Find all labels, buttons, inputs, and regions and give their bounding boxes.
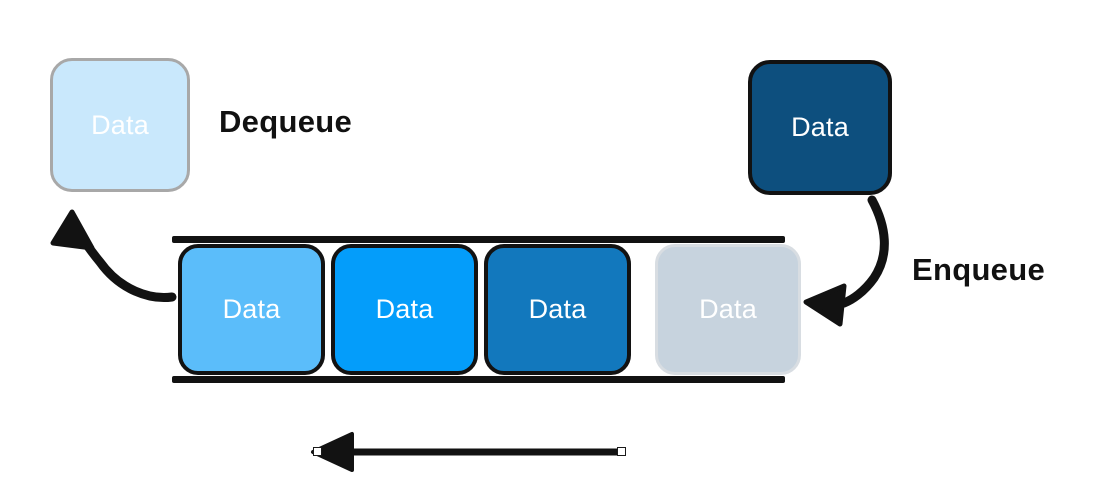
queue-cell-4-pending[interactable]: Data: [655, 244, 801, 375]
queue-cell-2[interactable]: Data: [331, 244, 478, 375]
direction-arrow-handle-start[interactable]: [313, 447, 322, 456]
dequeue-label: Dequeue: [219, 104, 353, 139]
enqueue-arrow: [803, 195, 889, 327]
queue-cell-4-label: Data: [699, 294, 757, 324]
dequeue-arrow: [50, 209, 177, 303]
queue-bottom-rail: [172, 376, 785, 383]
incoming-data-node-label: Data: [791, 112, 849, 142]
queue-cell-3[interactable]: Data: [484, 244, 631, 375]
queue-cell-3-label: Data: [528, 294, 587, 324]
enqueue-label: Enqueue: [912, 252, 1046, 287]
queue-top-rail: [172, 236, 785, 243]
queue-direction-arrow: [311, 432, 622, 472]
queue-cell-1[interactable]: Data: [178, 244, 325, 375]
direction-arrow-handle-end[interactable]: [617, 447, 626, 456]
dequeued-data-node[interactable]: Data: [50, 58, 190, 192]
dequeued-data-node-label: Data: [91, 109, 149, 140]
queue-cell-2-label: Data: [375, 294, 434, 324]
incoming-data-node[interactable]: Data: [748, 60, 892, 195]
queue-cell-1-label: Data: [222, 294, 281, 324]
